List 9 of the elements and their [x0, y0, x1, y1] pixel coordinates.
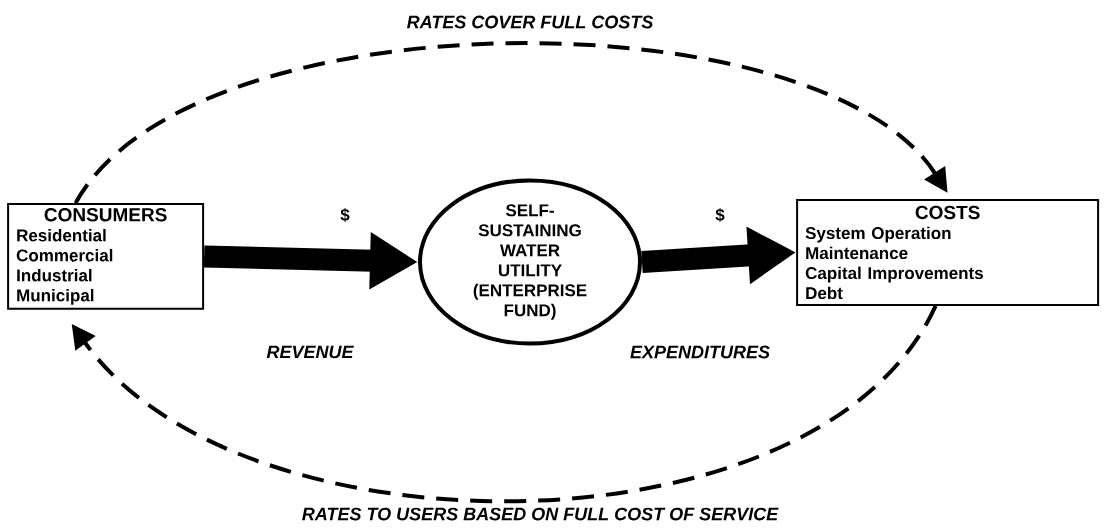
- edge-label: REVENUE: [266, 345, 354, 359]
- dollar-label: $: [715, 208, 725, 222]
- edge-label: RATES TO USERS BASED ON FULL COST OF SERVICE: [302, 507, 779, 521]
- arrow: [74, 41, 948, 205]
- process-box: COSTS System Operation Maintenance Capital Improvements Debt: [796, 198, 1100, 306]
- process-box: CONSUMERS Residential Commercial Industrial Municipal: [7, 203, 205, 310]
- edge-label: EXPENDITURES: [630, 345, 770, 359]
- edge-label: RATES COVER FULL COSTS: [407, 15, 654, 29]
- dollar-label: $: [340, 208, 350, 222]
